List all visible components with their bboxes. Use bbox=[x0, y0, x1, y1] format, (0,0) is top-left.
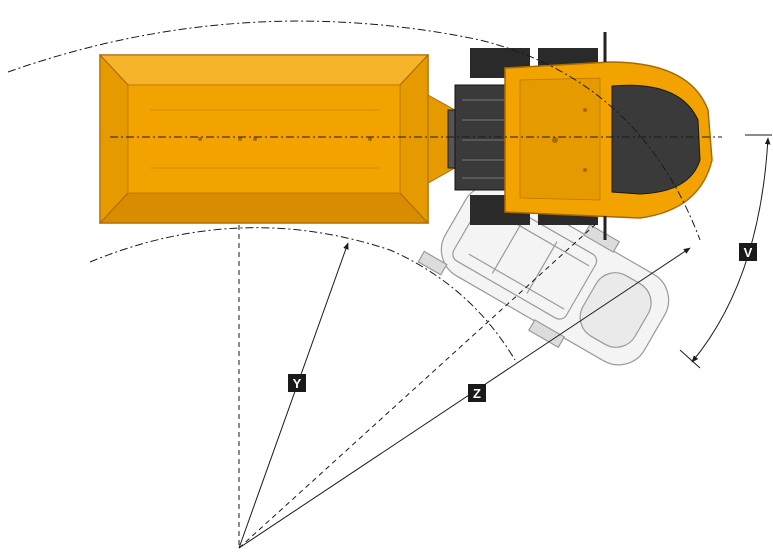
dump-body bbox=[98, 53, 430, 225]
inner-turning-arc bbox=[89, 227, 516, 361]
dimension-v-arc bbox=[691, 137, 771, 363]
dimension-z-arrow bbox=[238, 247, 691, 549]
dimension-y-arrow bbox=[238, 242, 349, 549]
label-y-text: Y bbox=[293, 376, 302, 391]
label-z: Z bbox=[468, 384, 486, 402]
front-tractor-unit bbox=[454, 32, 713, 240]
label-v: V bbox=[739, 243, 757, 261]
outer-turning-arc bbox=[7, 20, 701, 241]
label-z-text: Z bbox=[473, 386, 481, 401]
label-y: Y bbox=[288, 374, 306, 392]
label-v-text: V bbox=[744, 245, 753, 260]
